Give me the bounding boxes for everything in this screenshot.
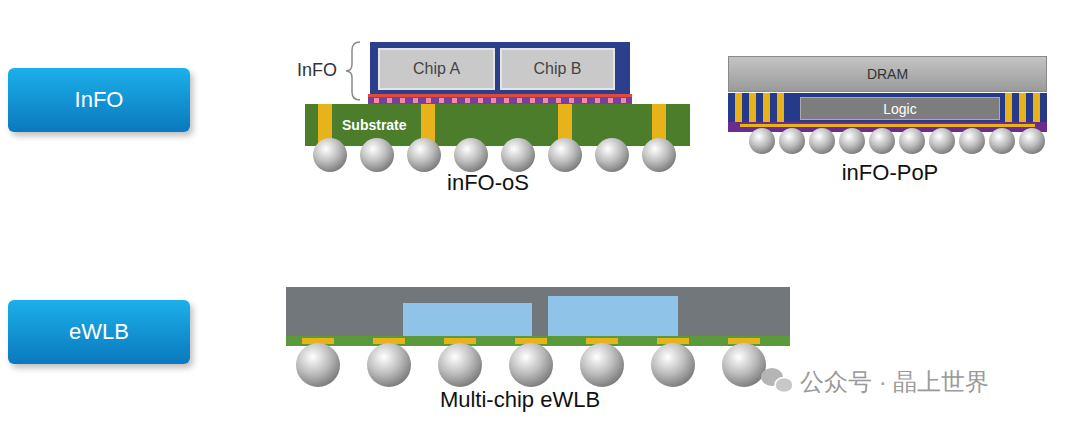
solder-ball xyxy=(1019,128,1045,154)
micro-bump xyxy=(517,98,522,103)
micro-bump xyxy=(452,98,457,103)
solder-ball xyxy=(360,138,394,172)
ewlb-chip xyxy=(548,296,678,336)
solder-ball xyxy=(367,343,411,387)
node-label: Logic xyxy=(883,101,916,117)
solder-ball xyxy=(580,343,624,387)
micro-bump xyxy=(504,98,509,103)
solder-ball xyxy=(501,138,535,172)
watermark: 公众号 · 晶上世界 xyxy=(800,366,989,398)
ewlb-mold xyxy=(286,287,790,337)
micro-bump xyxy=(491,98,496,103)
ewlb-chip xyxy=(403,303,532,336)
dram-die: DRAM xyxy=(728,56,1047,92)
solder-ball xyxy=(722,343,766,387)
bracket xyxy=(346,42,360,100)
solder-ball xyxy=(313,138,347,172)
solder-ball xyxy=(929,128,955,154)
solder-ball xyxy=(869,128,895,154)
pop-trace xyxy=(740,124,1035,127)
through-via xyxy=(1005,93,1012,123)
solder-ball xyxy=(809,128,835,154)
micro-bump xyxy=(569,98,574,103)
solder-ball xyxy=(899,128,925,154)
caption: Multi-chip eWLB xyxy=(440,387,600,413)
solder-ball xyxy=(296,343,340,387)
solder-ball xyxy=(651,343,695,387)
micro-bump xyxy=(387,98,392,103)
chip-box: Chip A xyxy=(378,48,495,90)
micro-bump xyxy=(426,98,431,103)
substrate-body xyxy=(305,104,690,146)
node-label: eWLB xyxy=(69,319,129,345)
micro-bump xyxy=(400,98,405,103)
node-label: Chip A xyxy=(413,60,460,78)
micro-bump xyxy=(543,98,548,103)
category-box: eWLB xyxy=(8,300,190,364)
micro-bump xyxy=(413,98,418,103)
logic-die: Logic xyxy=(800,97,1000,120)
rdl-layer xyxy=(368,96,632,104)
micro-bump xyxy=(465,98,470,103)
node-label: DRAM xyxy=(867,66,908,82)
micro-bump xyxy=(621,98,626,103)
chip-box: Chip B xyxy=(500,48,615,90)
micro-bump xyxy=(582,98,587,103)
caption: inFO-oS xyxy=(447,170,529,196)
bracket-label: InFO xyxy=(297,60,337,81)
solder-ball xyxy=(959,128,985,154)
micro-bump xyxy=(439,98,444,103)
rdl-top xyxy=(368,94,632,97)
solder-ball xyxy=(989,128,1015,154)
category-box: InFO xyxy=(8,68,190,132)
through-via xyxy=(763,93,770,123)
solder-ball xyxy=(749,128,775,154)
mold-frame xyxy=(370,42,630,98)
solder-ball xyxy=(548,138,582,172)
through-via xyxy=(1019,93,1026,123)
micro-bump xyxy=(556,98,561,103)
solder-ball xyxy=(407,138,441,172)
wechat-icon xyxy=(761,368,793,393)
micro-bump xyxy=(595,98,600,103)
substrate: Substrate xyxy=(305,104,690,146)
micro-bump xyxy=(530,98,535,103)
through-via xyxy=(735,93,742,123)
solder-ball xyxy=(509,343,553,387)
micro-bump xyxy=(478,98,483,103)
solder-ball xyxy=(438,343,482,387)
solder-ball xyxy=(839,128,865,154)
micro-bump xyxy=(374,98,379,103)
through-via xyxy=(777,93,784,123)
node-label: Substrate xyxy=(342,117,407,133)
solder-ball xyxy=(595,138,629,172)
solder-ball xyxy=(779,128,805,154)
solder-ball xyxy=(454,138,488,172)
micro-bump xyxy=(608,98,613,103)
through-via xyxy=(1033,93,1040,123)
pop-mold xyxy=(728,93,1047,123)
solder-ball xyxy=(642,138,676,172)
caption: inFO-PoP xyxy=(842,160,939,186)
node-label: InFO xyxy=(75,87,124,113)
through-via xyxy=(749,93,756,123)
node-label: Chip B xyxy=(533,60,581,78)
